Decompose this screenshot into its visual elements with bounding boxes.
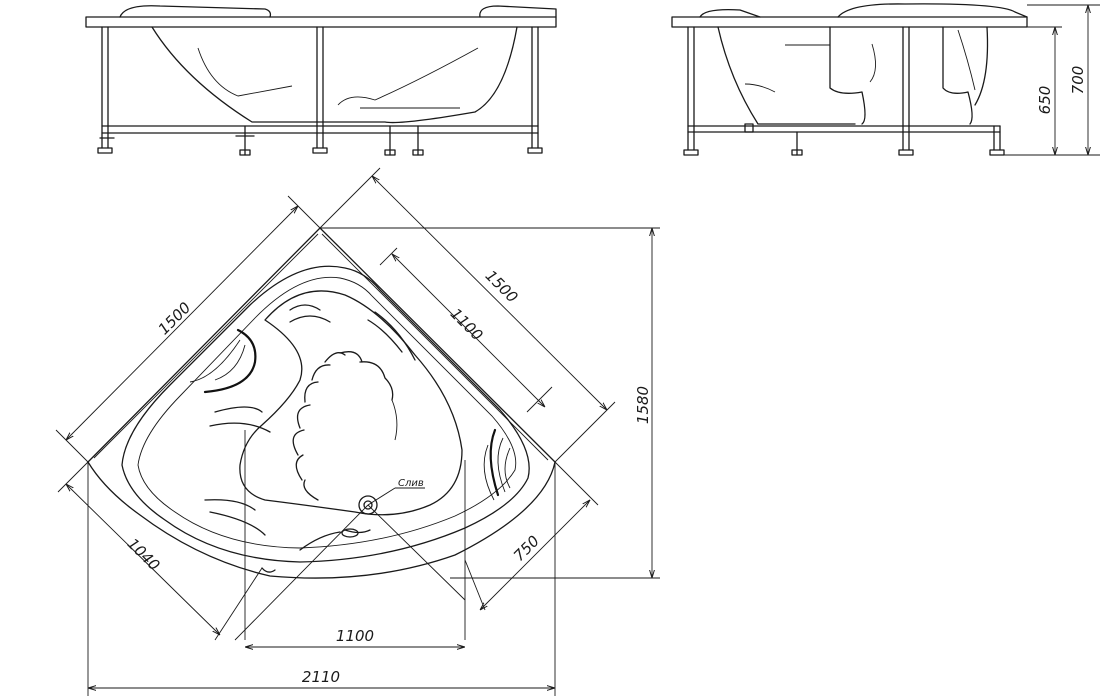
dim-inner-1100-bottom-label: 1100 [336, 627, 374, 645]
shell-relief [292, 351, 398, 501]
dim-700-label: 700 [1069, 66, 1087, 95]
side-frame-legs [683, 26, 1005, 156]
plan-dimensions: 1500 1500 1100 1580 1040 750 1100 [55, 167, 660, 696]
drain: Слив [341, 478, 425, 538]
left-relief [189, 304, 416, 551]
dim-right-1500-label: 1500 [482, 267, 522, 307]
dim-1040-label: 1040 [124, 535, 164, 575]
side-height-dimensions: 650 700 [1004, 4, 1100, 156]
dim-left-1500-label: 1500 [155, 299, 195, 339]
dim-2110-label: 2110 [302, 668, 340, 686]
side-elevation-view: 650 700 [671, 3, 1100, 156]
dim-650-label: 650 [1036, 86, 1054, 115]
right-relief [483, 428, 511, 501]
front-elevation-view [85, 5, 557, 156]
front-frame-legs [97, 26, 543, 156]
dim-inner-1100-diag-label: 1100 [447, 305, 487, 345]
drain-label: Слив [398, 478, 424, 489]
dim-750-label: 750 [510, 532, 543, 565]
dim-1580-label: 1580 [634, 386, 652, 424]
